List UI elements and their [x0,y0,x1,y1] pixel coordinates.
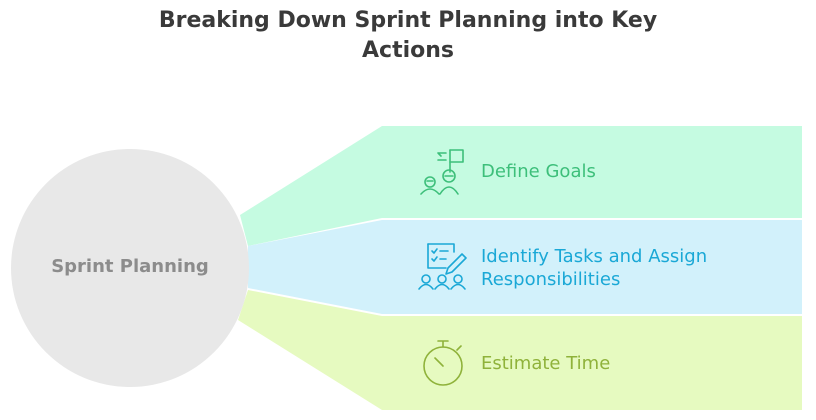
diagram-title: Breaking Down Sprint Planning into Key A… [0,6,816,66]
branch-label-line: Identify Tasks and Assign [481,246,708,267]
branch-label-identify-tasks: Identify Tasks and Assign Responsibiliti… [481,245,707,291]
branch-band-estimate-time [238,290,802,410]
branch-label-line: Estimate Time [481,353,611,374]
diagram-title-line-1: Breaking Down Sprint Planning into Key [158,8,658,33]
center-node-label: Sprint Planning [51,256,209,277]
branch-label-estimate-time: Estimate Time [481,352,610,375]
branch-label-line: Responsibilities [481,269,621,290]
branch-band-identify-tasks [248,220,802,314]
diagram-title-line-2: Actions [362,38,454,63]
branch-band-define-goals [240,126,802,246]
goals-team-flag-icon [420,149,464,195]
branch-label-line: Define Goals [481,161,596,182]
branch-label-define-goals: Define Goals [481,160,596,183]
task-checklist-people-icon [418,243,467,290]
stopwatch-icon [423,340,463,386]
center-node [11,149,249,387]
